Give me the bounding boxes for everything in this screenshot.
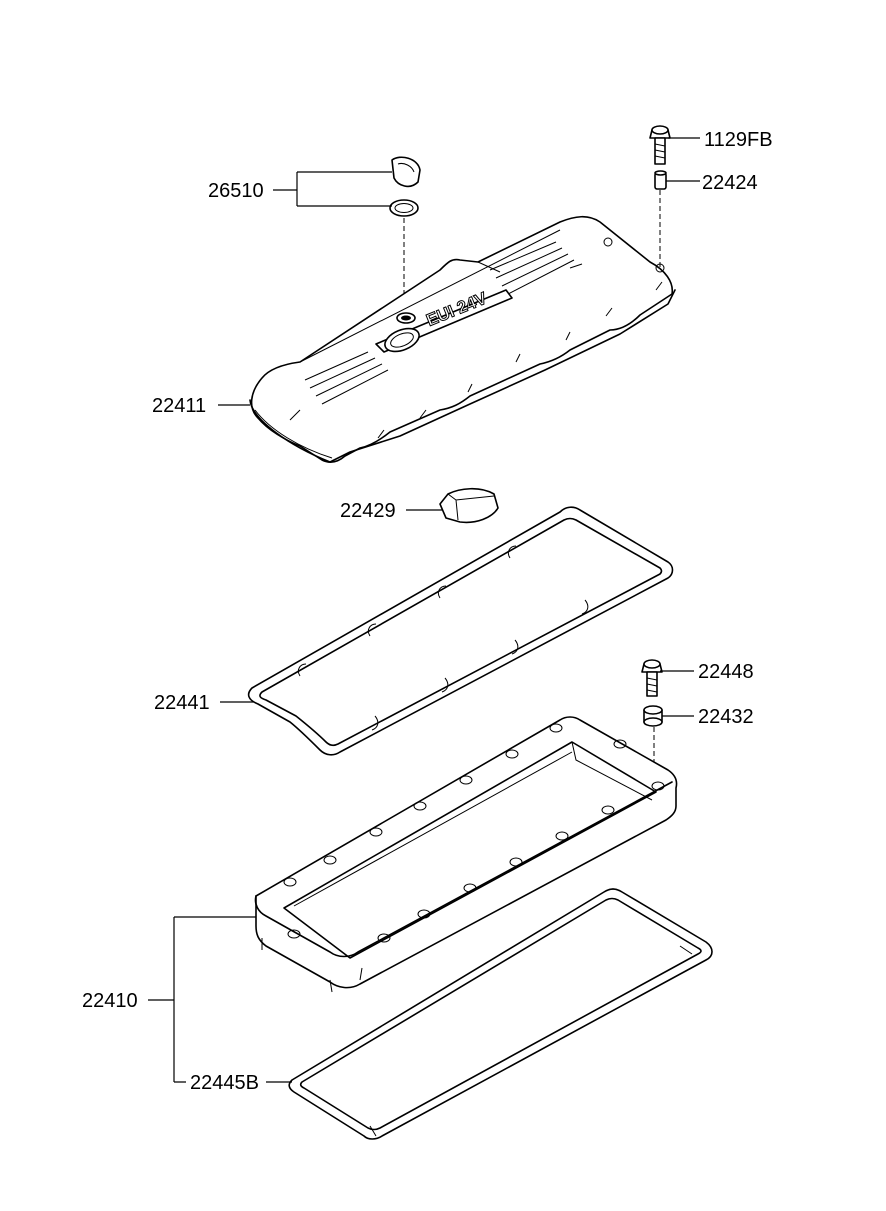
label-22441: 22441 [154,692,210,714]
baffle-22429[interactable] [439,487,499,524]
sleeve-22424[interactable] [654,170,667,190]
gasket-22445b[interactable] [288,888,713,1140]
label-22411: 22411 [152,395,206,417]
washer-22432[interactable] [643,705,663,727]
label-22448: 22448 [698,661,754,683]
bolt-1129fb[interactable] [649,125,671,165]
gasket-22441[interactable] [247,506,674,756]
oil-seal-ring-26510[interactable] [389,199,419,217]
label-22424: 22424 [702,172,758,194]
label-22429: 22429 [340,500,396,522]
label-22432: 22432 [698,706,754,728]
housing-bolt-holes [283,723,665,943]
rocker-cover-22411[interactable]: EUI 24V [249,215,676,463]
label-22410: 22410 [82,990,138,1012]
label-1129fb: 1129FB [704,129,773,151]
leader-lines [148,137,700,1083]
label-26510: 26510 [208,180,264,202]
lower-housing-22410[interactable] [254,716,678,993]
bolt-22448[interactable] [641,659,663,697]
label-22445b: 22445B [190,1072,259,1094]
oil-filler-cap-26510[interactable] [391,156,421,188]
